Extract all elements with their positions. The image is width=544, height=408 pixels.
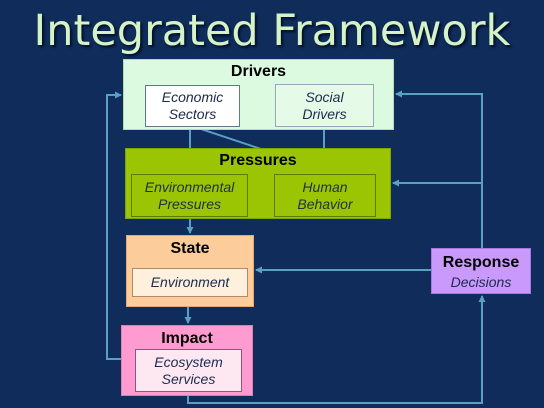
state-box: State Environment xyxy=(126,235,254,307)
pressures-title: Pressures xyxy=(219,152,297,169)
slide-title: Integrated Framework xyxy=(33,6,511,56)
economic-sectors-box: Economic Sectors xyxy=(145,85,240,127)
human-behavior-box: Human Behavior xyxy=(274,174,376,217)
state-title: State xyxy=(170,240,210,257)
impact-title: Impact xyxy=(161,330,213,347)
impact-box: Impact Ecosystem Services xyxy=(121,325,253,396)
response-box: Response Decisions xyxy=(431,248,531,294)
social-drivers-box: Social Drivers xyxy=(275,84,374,127)
environmental-pressures-box: Environmental Pressures xyxy=(131,174,248,217)
drivers-box: Drivers Economic Sectors Social Drivers xyxy=(123,59,394,130)
arrow-response-to-drivers xyxy=(395,90,483,248)
pressures-box: Pressures Environmental Pressures Human … xyxy=(125,148,391,219)
environment-box: Environment xyxy=(132,268,248,297)
decisions-label: Decisions xyxy=(450,274,512,290)
arrow-impact-feedback-to-drivers xyxy=(106,91,133,360)
response-title: Response xyxy=(442,254,520,271)
drivers-title: Drivers xyxy=(230,63,287,80)
ecosystem-services-box: Ecosystem Services xyxy=(135,349,242,392)
arrow-impact-to-response xyxy=(187,295,486,404)
